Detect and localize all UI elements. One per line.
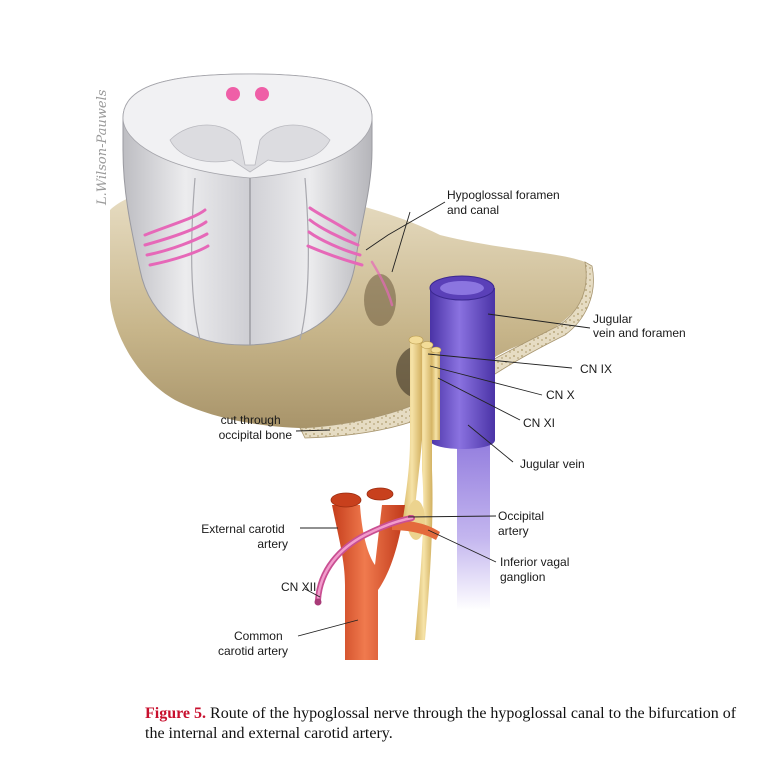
hypoglossal-nucleus-left	[226, 87, 240, 101]
label-cn-x: CN X	[546, 388, 575, 402]
jugular-vein	[429, 275, 495, 610]
hypoglossal-nucleus-right	[255, 87, 269, 101]
label-jugular-vein: Jugular vein	[520, 457, 585, 471]
figure-label: Figure 5.	[145, 705, 207, 722]
label-jugular-vein-foramen: Jugular vein and foramen	[593, 312, 686, 340]
label-cut-occipital-bone: cut through occipital bone	[219, 413, 293, 442]
label-cn-xi: CN XI	[523, 416, 555, 430]
leader-lines	[295, 201, 591, 637]
label-hypoglossal-foramen: Hypoglossal foramen and canal	[447, 188, 563, 217]
label-common-carotid: Common carotid artery	[218, 629, 288, 658]
label-inferior-vagal-ganglion: Inferior vagal ganglion	[500, 555, 573, 584]
artist-signature: L.Wilson-Pauwels	[95, 89, 110, 206]
label-external-carotid: External carotid artery	[201, 522, 288, 551]
figure-caption-text: Route of the hypoglossal nerve through t…	[145, 705, 737, 742]
labels: Hypoglossal foramen and canal Jugular ve…	[201, 188, 685, 658]
hypoglossal-rootlets	[143, 206, 394, 307]
label-cn-ix: CN IX	[580, 362, 612, 376]
label-cn-xii: CN XII	[281, 580, 316, 594]
label-occipital-artery: Occipital artery	[498, 509, 547, 538]
figure-caption: Figure 5. Route of the hypoglossal nerve…	[145, 704, 745, 744]
spinal-cord	[122, 73, 373, 346]
